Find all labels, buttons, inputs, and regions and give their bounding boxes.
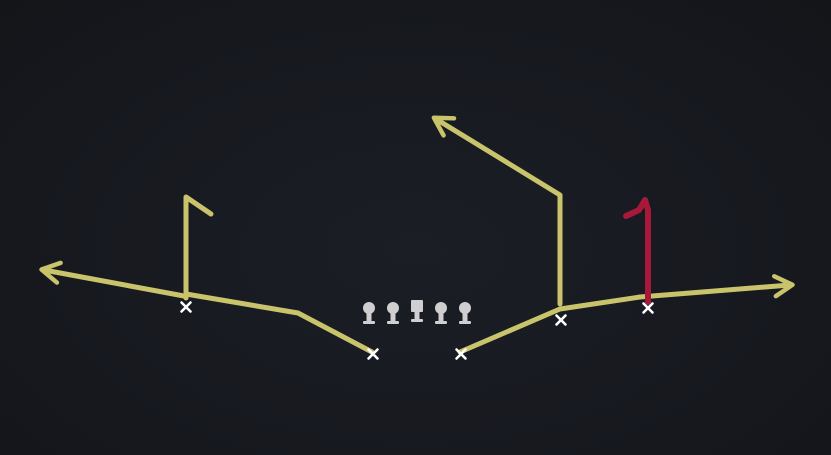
route-line-far-left — [39, 260, 187, 299]
x-mark-icon — [367, 348, 379, 360]
route-line-left-slot — [183, 291, 375, 355]
lineman-icon — [459, 302, 471, 324]
route-line-right-inside — [457, 273, 795, 355]
x-mark-icon — [555, 314, 567, 326]
lineman-icon — [387, 302, 399, 324]
receiver-markers — [180, 301, 654, 360]
routes-layer — [39, 115, 795, 355]
lineman-icon — [363, 302, 375, 324]
x-mark-icon — [455, 348, 467, 360]
x-mark-icon — [642, 302, 654, 314]
route-line-far-left-stem — [183, 194, 214, 301]
x-mark-icon — [180, 301, 192, 313]
offensive-line — [363, 300, 471, 324]
lineman-icon — [435, 302, 447, 324]
route-line-right-slot-corner — [431, 115, 563, 307]
highlighted-route-line — [623, 197, 651, 305]
center-icon — [411, 300, 423, 322]
